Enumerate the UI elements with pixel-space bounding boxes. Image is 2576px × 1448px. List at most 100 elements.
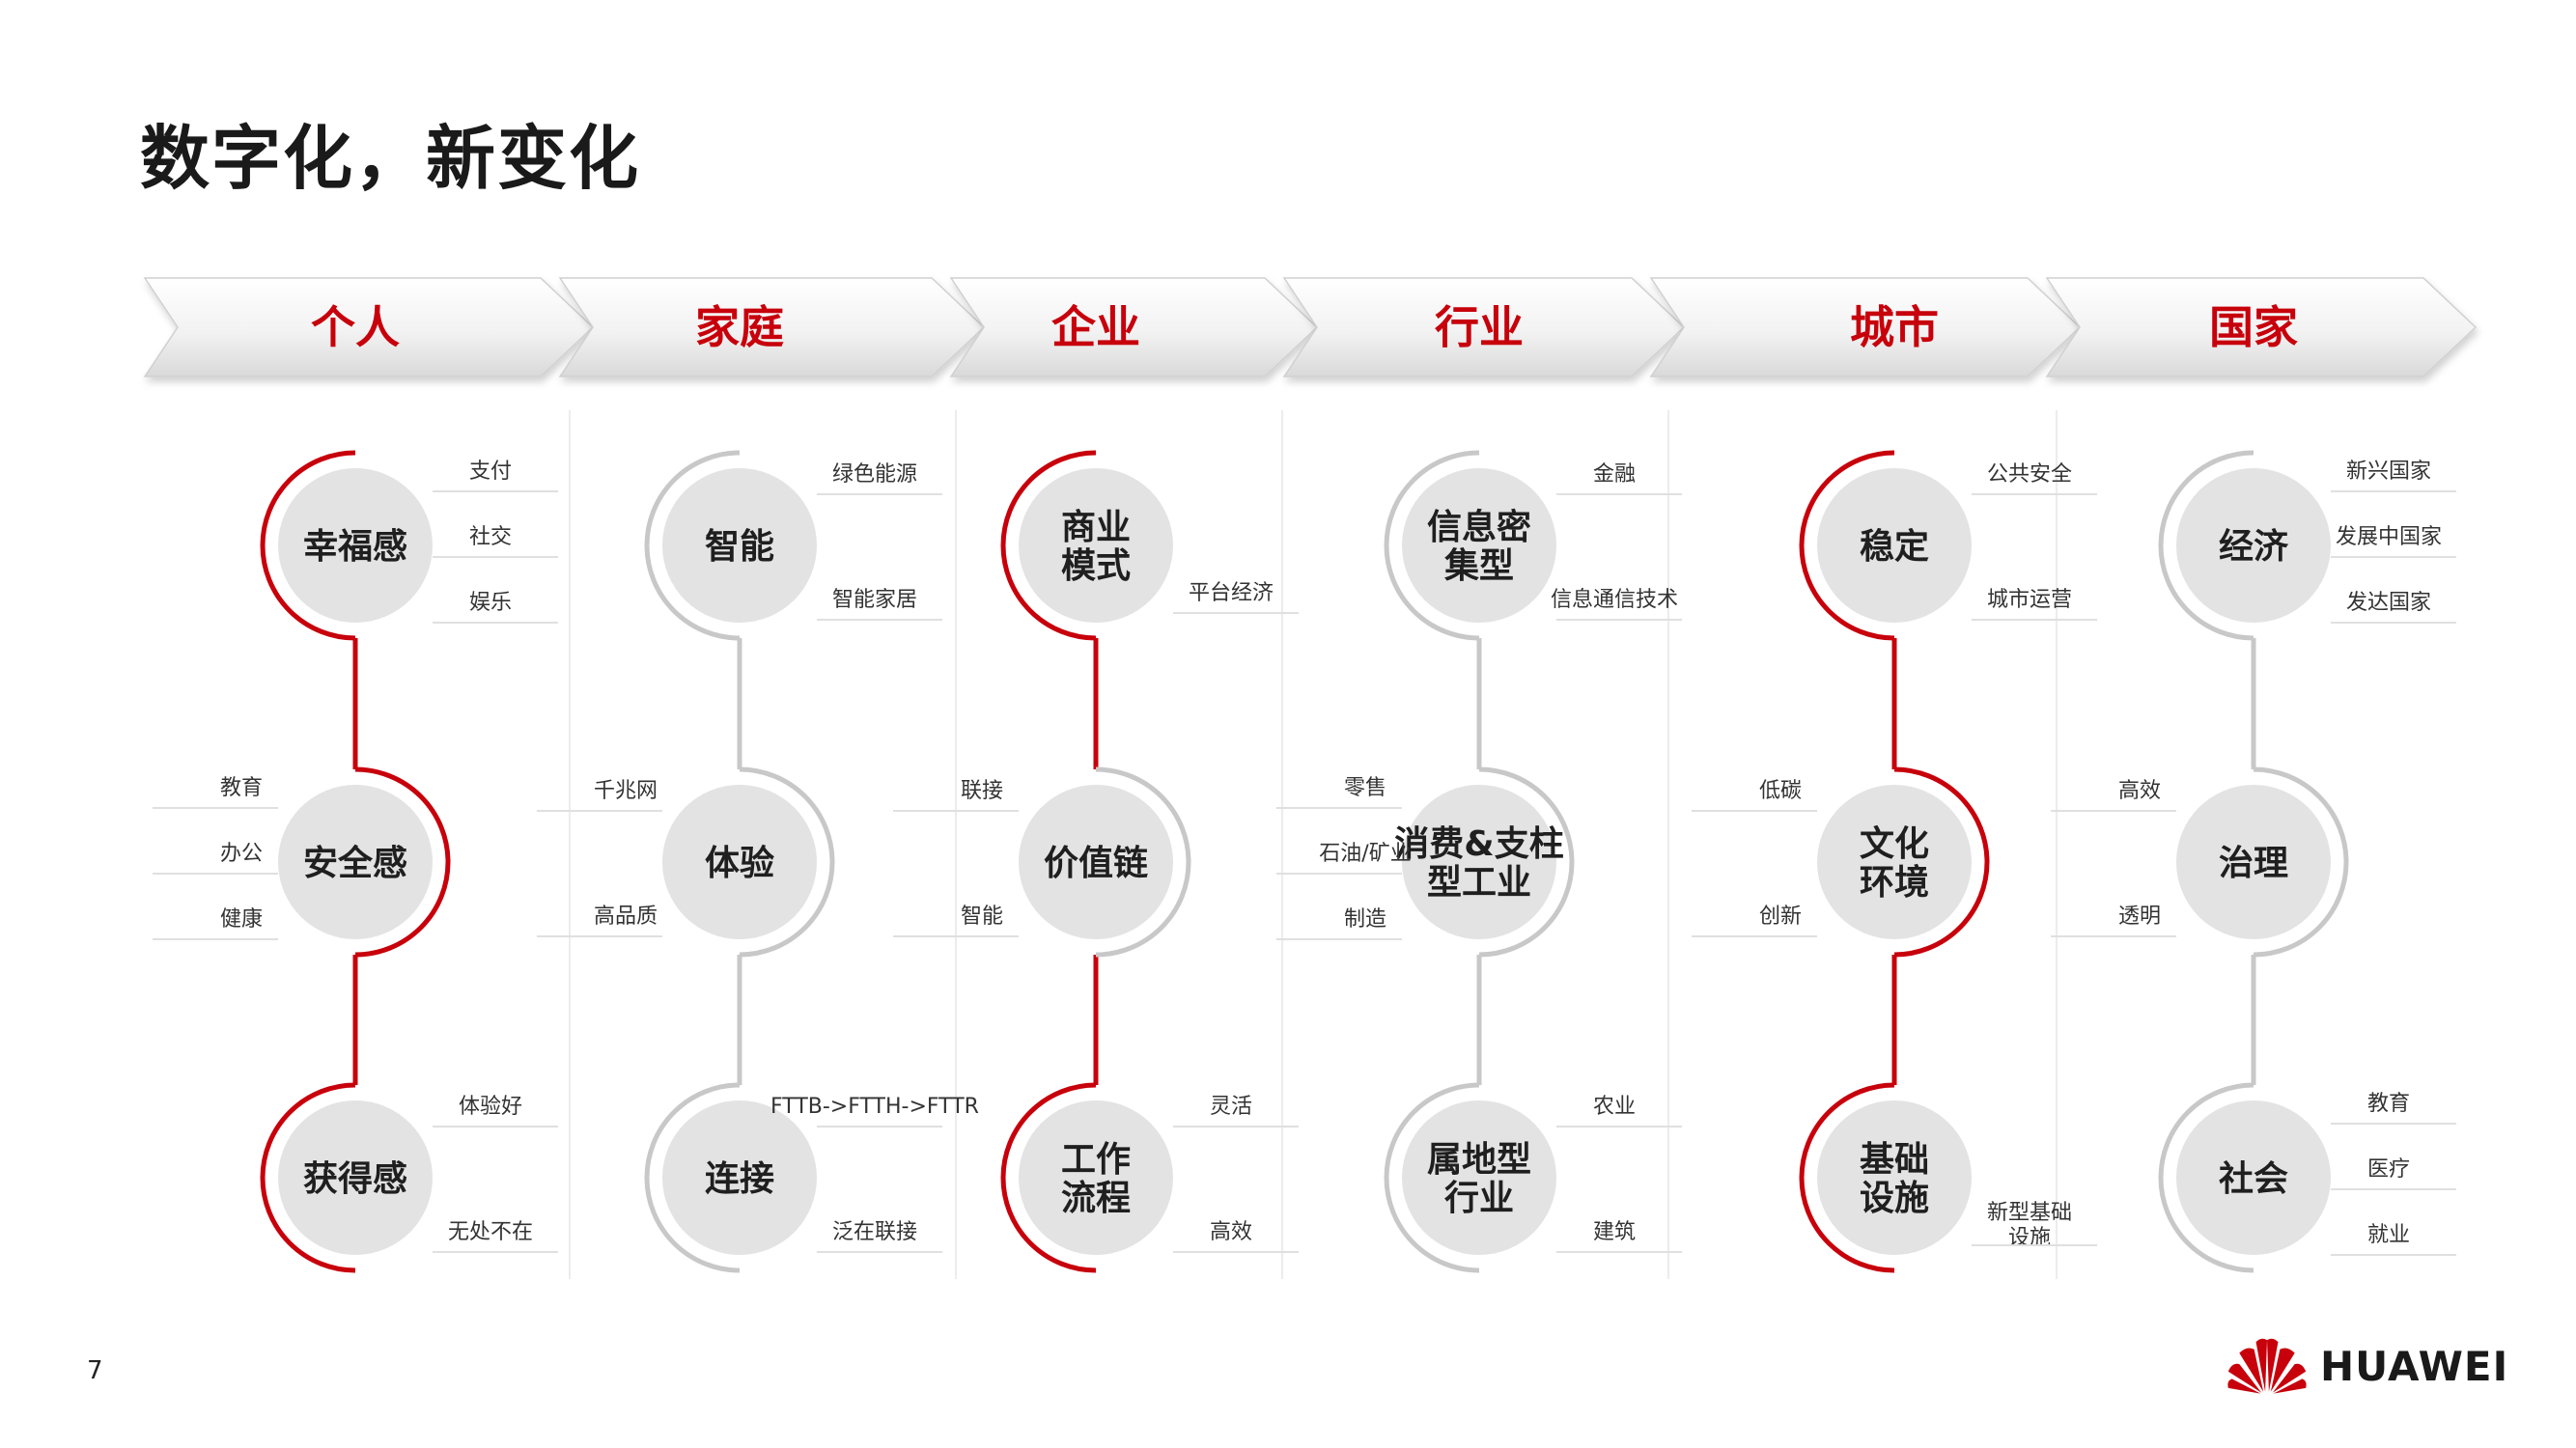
node-label: 设施 (1860, 1179, 1929, 1218)
satellite-item: 发达国家 (2331, 591, 2456, 624)
node-circle (1402, 468, 1556, 623)
node-circle (1817, 785, 1972, 939)
satellite-label: 创新 (1759, 905, 1802, 929)
satellite-item: 泛在联接 (817, 1220, 942, 1253)
category-chevron-row: 个人家庭企业行业城市国家 (143, 277, 2478, 377)
satellite-label: 信息通信技术 (1551, 588, 1678, 612)
satellite-label: 低碳 (1759, 779, 1802, 803)
category-chevron (949, 277, 1319, 377)
satellite-item: 医疗 (2331, 1157, 2456, 1190)
satellite-item: 创新 (1692, 905, 1817, 937)
node-label: 行业 (1444, 1179, 1514, 1218)
satellite-label: 智能家居 (832, 588, 917, 612)
satellite-item: 就业 (2331, 1223, 2456, 1256)
node-label: 价值链 (1044, 844, 1148, 883)
node-arc (1799, 1082, 1895, 1273)
node-circle (2176, 1100, 2331, 1255)
node-label: 幸福感 (303, 527, 407, 567)
satellite-label: 泛在联接 (832, 1220, 917, 1244)
satellite-label: 城市运营 (1987, 588, 2072, 612)
satellite-label: 教育 (2367, 1092, 2410, 1116)
satellite-label: 农业 (1593, 1095, 1636, 1119)
satellite-item: 平台经济 (1173, 581, 1299, 614)
satellite-label: 石油/矿业 (1319, 842, 1411, 866)
satellite-label: 金融 (1593, 462, 1636, 487)
node-circle (278, 1100, 433, 1255)
page-number: 7 (87, 1356, 103, 1385)
node-circle (1402, 1100, 1556, 1255)
satellite-label: 设施 (2008, 1226, 2051, 1250)
satellite-item: 农业 (1556, 1095, 1682, 1128)
node-circle (662, 1100, 817, 1255)
node-circle (1019, 785, 1173, 939)
category-chevron (143, 277, 595, 377)
category-label: 家庭 (695, 301, 784, 353)
satellite-label: 新兴国家 (2346, 459, 2431, 484)
node-label: 智能 (705, 527, 774, 567)
category-chevron (1282, 277, 1686, 377)
node-arc (260, 450, 356, 641)
node-label: 属地型 (1427, 1140, 1531, 1180)
satellite-label: 教育 (220, 776, 263, 800)
node-circle (1817, 468, 1972, 623)
category-label: 城市 (1850, 301, 1939, 353)
node-label: 商业 (1061, 508, 1131, 547)
satellite-label: 社交 (469, 525, 512, 549)
node-circle (278, 785, 433, 939)
satellite-item: 智能 (893, 905, 1019, 937)
satellite-item: 社交 (433, 525, 558, 558)
node-arc (2158, 1082, 2254, 1273)
satellite-label: 高效 (2118, 779, 2161, 803)
satellite-item: 金融 (1556, 462, 1682, 495)
category-label: 国家 (2209, 301, 2298, 353)
node-label: 消费&支柱 (1394, 824, 1563, 864)
satellite-label: 办公 (220, 842, 263, 866)
satellite-label: 体验好 (459, 1095, 522, 1119)
category-chevron (558, 277, 986, 377)
satellite-item: 娱乐 (433, 591, 558, 624)
node-arc (1384, 1082, 1480, 1273)
category-chevron (2045, 277, 2478, 377)
node-label: 基础 (1860, 1140, 1929, 1180)
satellite-label: 娱乐 (469, 591, 512, 615)
satellite-label: 联接 (961, 779, 1003, 803)
node-label: 文化 (1860, 824, 1929, 864)
node-label: 连接 (705, 1159, 774, 1199)
node-arc (1893, 766, 1990, 958)
node-circle (2176, 785, 2331, 939)
category-label: 个人 (311, 301, 400, 353)
node-arc (1799, 450, 1895, 641)
satellite-label: 灵活 (1210, 1095, 1252, 1119)
node-label: 环境 (1860, 863, 1929, 903)
category-column: 稳定公共安全城市运营文化环境低碳创新基础设施新型基础设施 (1692, 450, 2097, 1273)
node-circle (1402, 785, 1556, 939)
satellite-label: 零售 (1344, 776, 1386, 800)
satellite-item: 公共安全 (1972, 462, 2097, 495)
node-arc (354, 766, 451, 958)
satellite-label: 绿色能源 (832, 462, 917, 487)
satellite-item: 高效 (1173, 1220, 1299, 1253)
page-title: 数字化，新变化 (140, 118, 641, 199)
satellite-item: 发展中国家 (2331, 525, 2456, 558)
satellite-label: 平台经济 (1189, 581, 1274, 605)
satellite-label: 支付 (469, 459, 512, 484)
node-circle (662, 468, 817, 623)
satellite-item: 办公 (153, 842, 278, 875)
node-circle (2176, 468, 2331, 623)
category-columns: 幸福感支付社交娱乐安全感教育办公健康获得感体验好无处不在智能绿色能源智能家居体验… (153, 450, 2456, 1273)
satellite-item: 无处不在 (433, 1220, 558, 1253)
node-circle (1817, 1100, 1972, 1255)
category-chevron (1649, 277, 2082, 377)
satellite-label: 透明 (2118, 905, 2161, 929)
node-label: 流程 (1061, 1179, 1131, 1218)
satellite-item: 支付 (433, 459, 558, 492)
node-label: 工作 (1061, 1140, 1131, 1180)
